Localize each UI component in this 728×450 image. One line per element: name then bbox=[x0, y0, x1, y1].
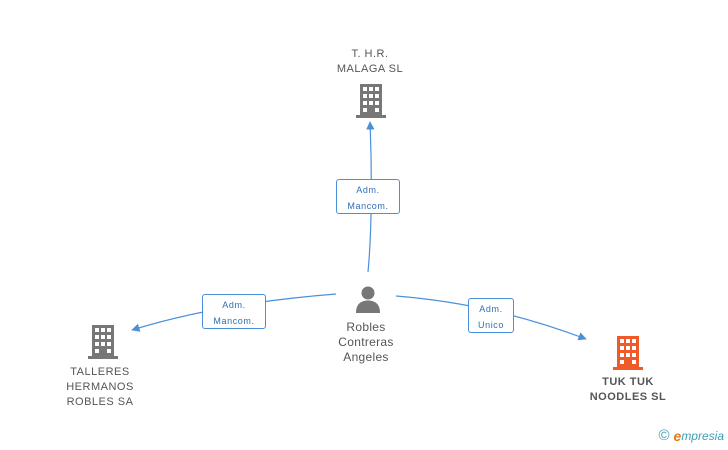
brand-initial: e bbox=[673, 427, 682, 444]
building-icon[interactable] bbox=[88, 325, 118, 359]
edge-label-to-talleres: Adm. Mancom. bbox=[202, 294, 266, 329]
label-line: Contreras bbox=[338, 335, 394, 349]
copyright-symbol: © bbox=[658, 427, 670, 444]
person-icon[interactable] bbox=[354, 285, 382, 313]
edge-label-line: Adm. bbox=[479, 304, 503, 314]
person-label[interactable]: Robles Contreras Angeles bbox=[316, 320, 416, 365]
edge-label-to-tuktuk: Adm. Unico bbox=[468, 298, 514, 333]
label-line: NOODLES SL bbox=[589, 391, 667, 403]
label-line: Robles bbox=[346, 320, 386, 334]
label-line: MALAGA SL bbox=[336, 63, 404, 75]
label-line: ROBLES SA bbox=[66, 396, 134, 408]
edge-label-line: Unico bbox=[477, 320, 504, 330]
brand-watermark: © e mpresia bbox=[658, 427, 724, 444]
company-thr-label[interactable]: T. H.R. MALAGA SL bbox=[320, 47, 420, 77]
brand-name: mpresia bbox=[681, 428, 724, 443]
edge-label-line: Adm. bbox=[356, 185, 380, 195]
building-icon[interactable] bbox=[356, 84, 386, 118]
label-line: TUK TUK bbox=[602, 376, 654, 388]
edge-label-line: Mancom. bbox=[213, 316, 255, 326]
label-line: TALLERES bbox=[70, 366, 130, 378]
edge-label-line: Adm. bbox=[222, 300, 246, 310]
company-talleres-label[interactable]: TALLERES HERMANOS ROBLES SA bbox=[50, 365, 150, 410]
building-icon[interactable] bbox=[613, 336, 643, 370]
edge-label-line: Mancom. bbox=[347, 201, 389, 211]
label-line: HERMANOS bbox=[66, 381, 134, 393]
edge-label-to-thr: Adm. Mancom. bbox=[336, 179, 400, 214]
company-tuktuk-label[interactable]: TUK TUK NOODLES SL bbox=[573, 375, 683, 405]
label-line: T. H.R. bbox=[351, 48, 389, 60]
label-line: Angeles bbox=[343, 350, 389, 364]
